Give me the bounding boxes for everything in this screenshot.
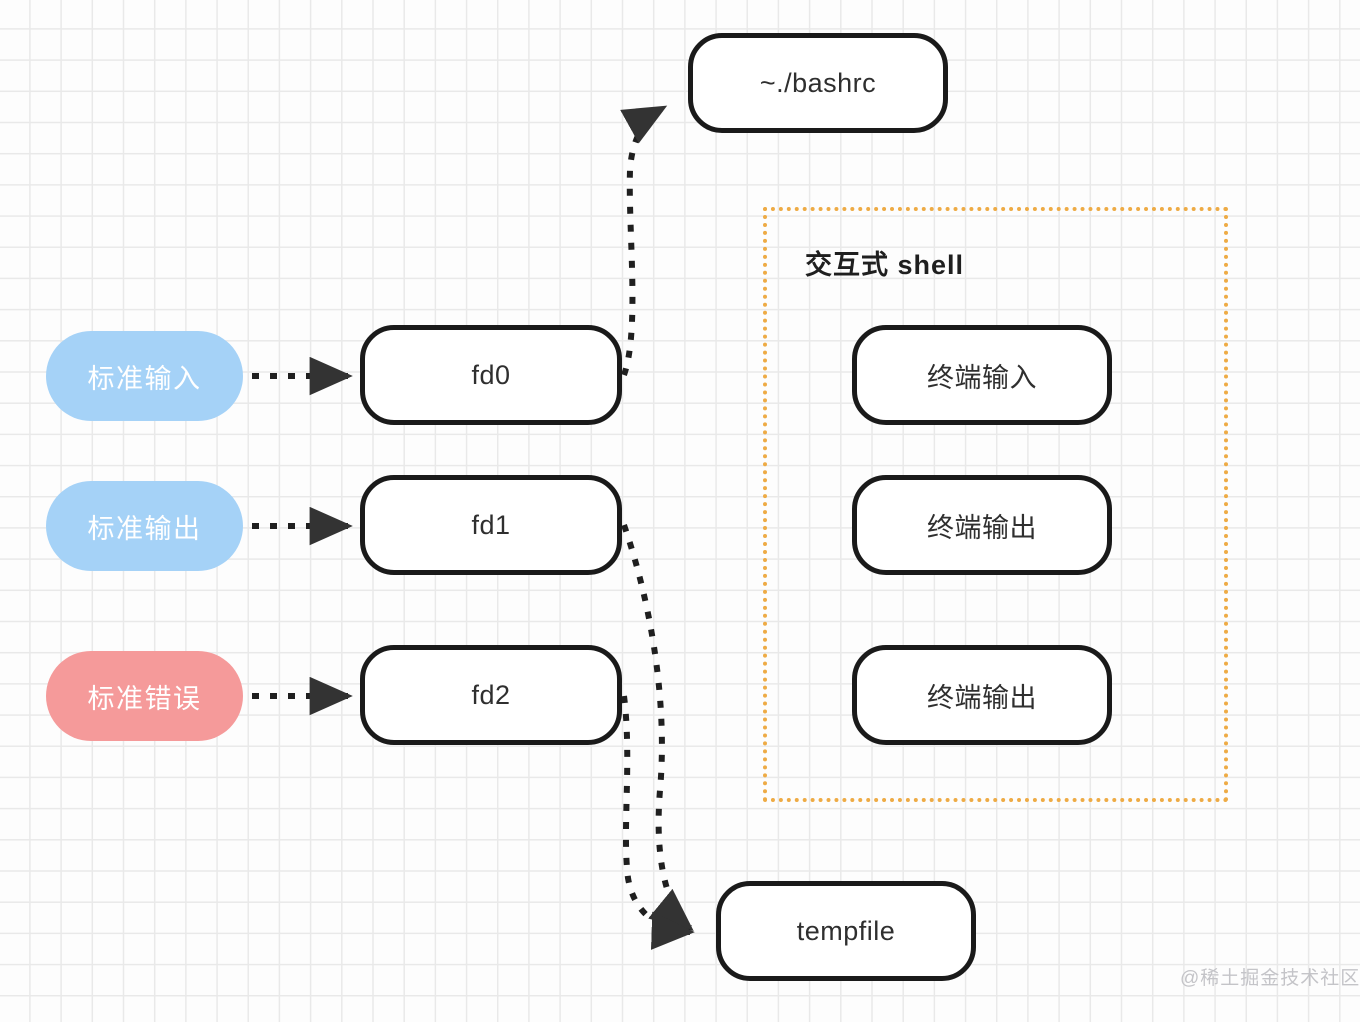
edge-fd1-to-tempfile bbox=[621, 524, 694, 932]
node-bashrc[interactable]: ~./bashrc bbox=[688, 33, 948, 133]
group-interactive-shell bbox=[763, 207, 1228, 802]
node-stderr-label: 标准错误 bbox=[87, 683, 202, 714]
node-fd1-label: fd1 bbox=[471, 509, 511, 540]
node-terminal-output-1[interactable]: 终端输出 bbox=[852, 475, 1112, 575]
node-stdin-label: 标准输入 bbox=[87, 363, 202, 394]
group-interactive-shell-title: 交互式 shell bbox=[805, 250, 965, 280]
node-terminal-output-2-label: 终端输出 bbox=[927, 682, 1037, 713]
node-tempfile[interactable]: tempfile bbox=[716, 881, 976, 981]
node-stdout-label: 标准输出 bbox=[87, 513, 202, 544]
node-terminal-input[interactable]: 终端输入 bbox=[852, 325, 1112, 425]
edge-fd0-to-bashrc bbox=[620, 105, 668, 377]
node-terminal-output-1-label: 终端输出 bbox=[927, 512, 1037, 543]
node-fd2-label: fd2 bbox=[471, 679, 511, 710]
node-terminal-input-label: 终端输入 bbox=[927, 362, 1037, 393]
node-stdout[interactable]: 标准输出 bbox=[46, 481, 243, 571]
node-fd0-label: fd0 bbox=[471, 359, 511, 390]
node-stderr[interactable]: 标准错误 bbox=[46, 651, 243, 741]
node-fd0[interactable]: fd0 bbox=[360, 325, 622, 425]
edge-fd2-to-tempfile bbox=[621, 695, 695, 950]
node-fd2[interactable]: fd2 bbox=[360, 645, 622, 745]
node-tempfile-label: tempfile bbox=[796, 915, 896, 946]
watermark: @稀土掘金技术社区 bbox=[1180, 968, 1360, 989]
node-terminal-output-2[interactable]: 终端输出 bbox=[852, 645, 1112, 745]
node-stdin[interactable]: 标准输入 bbox=[46, 331, 243, 421]
node-fd1[interactable]: fd1 bbox=[360, 475, 622, 575]
node-bashrc-label: ~./bashrc bbox=[759, 67, 877, 98]
